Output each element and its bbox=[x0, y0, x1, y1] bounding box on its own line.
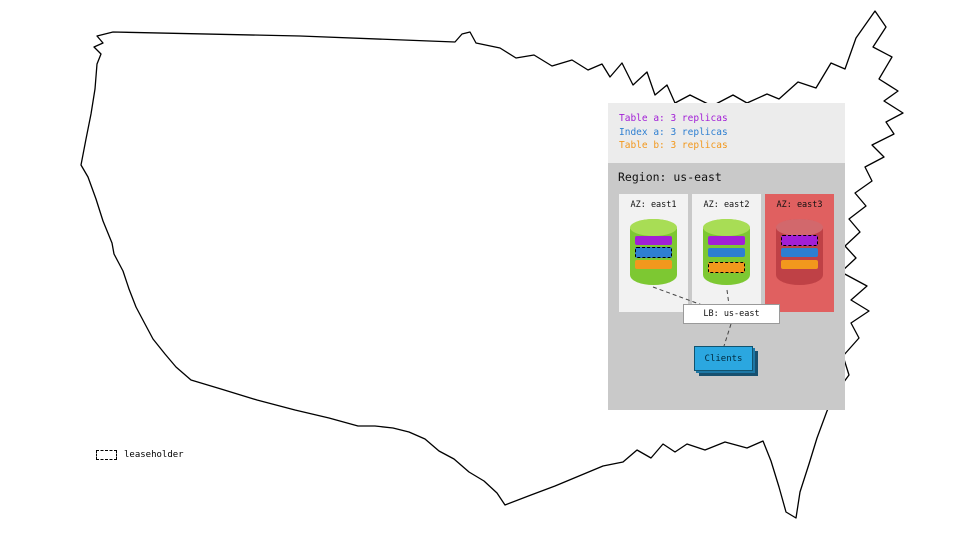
leaseholder-label: leaseholder bbox=[124, 450, 184, 460]
region-title: Region: us-east bbox=[618, 170, 722, 184]
replica-table-b-east1 bbox=[635, 260, 672, 269]
replica-table-a-east3-leaseholder bbox=[781, 235, 818, 246]
replica-index-a-east1-leaseholder bbox=[635, 247, 672, 258]
legend-entry-table-b: Table b: 3 replicas bbox=[619, 140, 728, 151]
region-panel: Region: us-east AZ: east1 AZ: east2 bbox=[608, 163, 845, 410]
az-box-east3: AZ: east3 bbox=[765, 194, 834, 312]
az-box-east2: AZ: east2 bbox=[692, 194, 761, 312]
az-label-east1: AZ: east1 bbox=[630, 200, 677, 210]
legend-entry-index-a: Index a: 3 replicas bbox=[619, 126, 728, 138]
az-label-east3: AZ: east3 bbox=[776, 200, 823, 210]
replica-table-b-east2-leaseholder bbox=[708, 262, 745, 273]
replica-legend: Table a: 3 replicas Index a: 3 replicas … bbox=[608, 103, 845, 163]
replica-index-a-east3 bbox=[781, 248, 818, 257]
replica-table-b-east3 bbox=[781, 260, 818, 269]
clients-label: Clients bbox=[694, 346, 753, 371]
load-balancer-box: LB: us-east bbox=[683, 304, 780, 324]
leaseholder-swatch bbox=[96, 450, 117, 460]
clients-box: Clients bbox=[694, 346, 758, 376]
database-cylinder-east3 bbox=[776, 219, 823, 285]
az-label-east2: AZ: east2 bbox=[703, 200, 750, 210]
replica-index-a-east2 bbox=[708, 248, 745, 257]
cylinder-top bbox=[776, 219, 823, 236]
legend-entry-table-a: Table a: 3 replicas bbox=[619, 113, 728, 124]
database-cylinder-east1 bbox=[630, 219, 677, 285]
cylinder-top bbox=[703, 219, 750, 236]
database-cylinder-east2 bbox=[703, 219, 750, 285]
cylinder-top bbox=[630, 219, 677, 236]
leaseholder-legend: leaseholder bbox=[96, 450, 184, 460]
replica-table-a-east2 bbox=[708, 236, 745, 245]
az-box-east1: AZ: east1 bbox=[619, 194, 688, 312]
replica-table-a-east1 bbox=[635, 236, 672, 245]
